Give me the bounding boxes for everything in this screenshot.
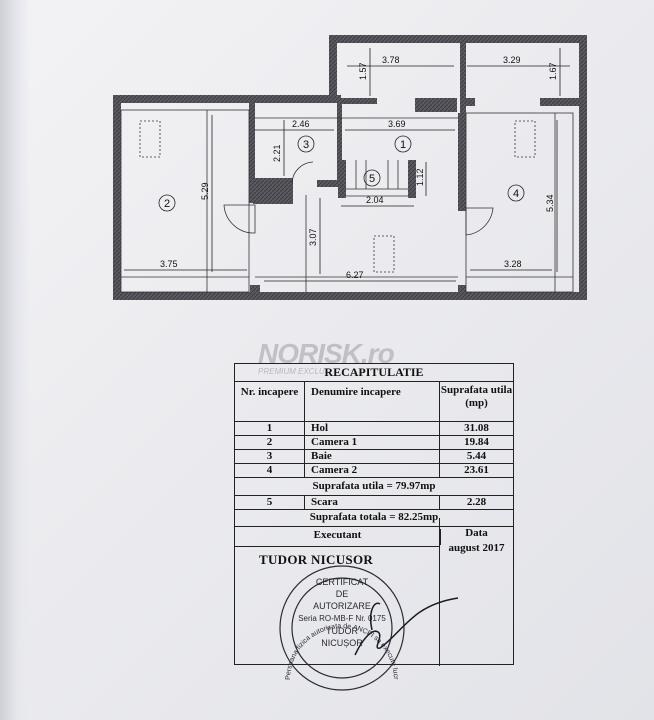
page-fold-shadow (0, 0, 30, 720)
stair-row: 5 Scara 2.28 (235, 495, 513, 510)
room-number-2: 2 (164, 198, 170, 210)
grand-total-row: Suprafata totala = 82.25mp (235, 509, 513, 527)
grand-total: Suprafata totala = 82.25mp (309, 511, 439, 523)
room-number-3: 3 (303, 139, 309, 151)
dim-label: 5.29 (200, 182, 210, 200)
row-area: 5.44 (466, 450, 487, 462)
dim-label: 3.69 (388, 119, 406, 129)
dim-label: 3.28 (504, 259, 522, 269)
header-area: Suprafata utila (mp) (440, 384, 513, 409)
table-row: 4 Camera 2 23.61 (235, 463, 513, 478)
row-name: Scara (305, 495, 440, 509)
dim-label: 5.34 (545, 194, 555, 212)
header-name: Denumire incapere (305, 381, 440, 421)
dim-label: 1.57 (358, 62, 368, 80)
row-area: 19.84 (464, 436, 489, 448)
table-row: 1 Hol 31.08 (235, 421, 513, 436)
header-nr: Nr. incapere (235, 381, 305, 421)
dim-label: 3.78 (382, 55, 400, 65)
dim-label: 2.46 (292, 119, 310, 129)
executant-label: Executant (235, 529, 441, 545)
row-nr: 5 (235, 495, 305, 509)
executant-name: TUDOR NICUSOR (259, 552, 374, 567)
room-number-5: 5 (369, 173, 375, 185)
dim-label: 3.29 (503, 55, 521, 65)
dim-label: 2.21 (272, 144, 282, 162)
useful-total-row: Suprafata utila = 79.97mp (235, 477, 513, 496)
outer-walls (113, 35, 587, 300)
row-name: Camera 2 (305, 463, 440, 477)
row-name: Baie (305, 449, 440, 463)
dim-label: 2.04 (366, 195, 384, 205)
row-name: Camera 1 (305, 435, 440, 449)
table-header-row: Nr. incapere Denumire incapere Suprafata… (235, 381, 513, 422)
date-value: august 2017 (448, 542, 505, 554)
dim-label: 3.75 (160, 259, 178, 269)
dim-label: 6.27 (346, 270, 364, 280)
room-number-4: 4 (513, 188, 519, 200)
room-number-1: 1 (400, 139, 406, 151)
interior-lines (120, 109, 574, 293)
divider (235, 546, 440, 547)
table-row: 2 Camera 1 19.84 (235, 435, 513, 450)
dim-label: 1.67 (548, 62, 558, 80)
watermark-tagline: PREMIUM EXCLU (258, 367, 325, 376)
row-nr: 4 (235, 463, 305, 477)
row-area: 2.28 (466, 496, 487, 508)
date-label: Data (465, 527, 488, 539)
row-nr: 2 (235, 435, 305, 449)
dim-label: 1.12 (415, 168, 425, 186)
floor-plan: 3.78 1.57 3.29 1.67 2.46 3.69 2.21 5.29 … (113, 35, 587, 300)
row-name: Hol (305, 421, 440, 435)
row-area: 31.08 (464, 422, 489, 434)
divider (439, 518, 440, 666)
dimension-lines (124, 48, 570, 282)
useful-total: Suprafata utila = 79.97mp (312, 480, 436, 492)
row-area: 23.61 (464, 464, 489, 476)
row-nr: 3 (235, 449, 305, 463)
table-row: 3 Baie 5.44 (235, 449, 513, 464)
dim-label: 3.07 (308, 228, 318, 246)
row-nr: 1 (235, 421, 305, 435)
recap-table: RECAPITULATIE Nr. incapere Denumire inca… (234, 363, 514, 666)
recap-title: RECAPITULATIE (235, 364, 513, 382)
